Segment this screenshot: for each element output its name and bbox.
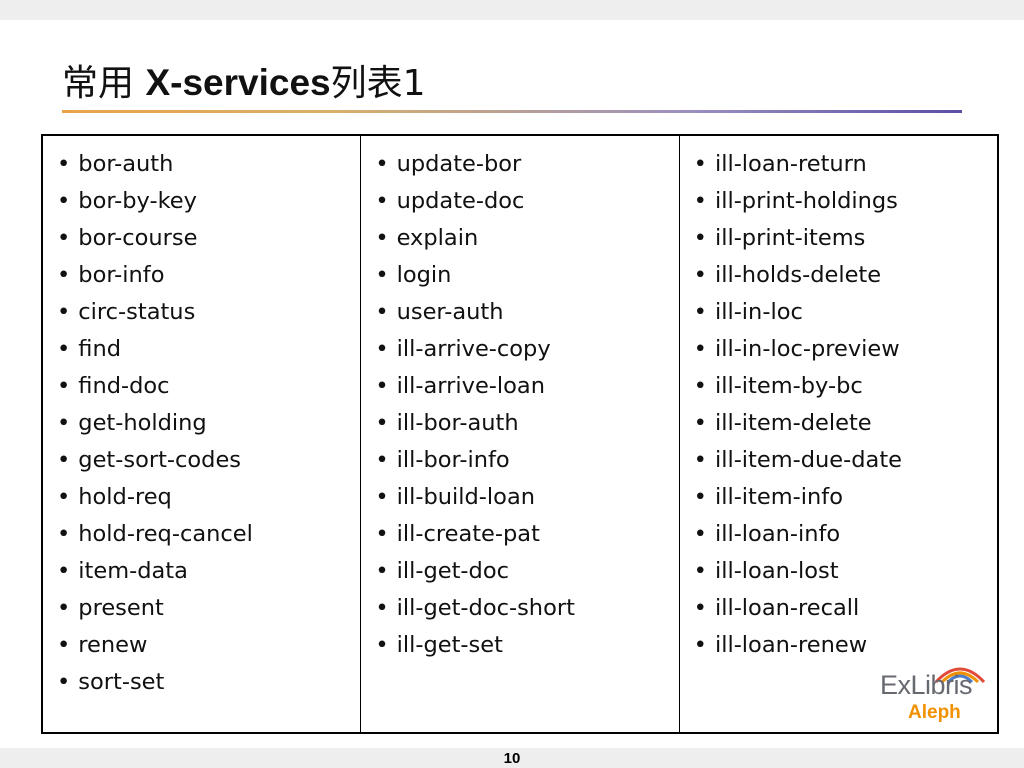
service-item: find — [57, 331, 360, 368]
service-item: ill-create-pat — [375, 516, 678, 553]
services-column-2: update-borupdate-docexplainloginuser-aut… — [361, 136, 680, 732]
service-item: ill-in-loc-preview — [694, 331, 997, 368]
page-title: 常用 X-services列表1 — [62, 60, 426, 107]
bottom-band — [0, 748, 1024, 768]
service-item: renew — [57, 627, 360, 664]
logo-brand: ExLibris — [880, 670, 973, 700]
service-item: get-sort-codes — [57, 442, 360, 479]
service-item: explain — [375, 220, 678, 257]
service-item: get-holding — [57, 405, 360, 442]
service-item: present — [57, 590, 360, 627]
services-column-1: bor-authbor-by-keybor-coursebor-infocirc… — [43, 136, 362, 732]
service-item: ill-loan-renew — [694, 627, 997, 664]
service-item: ill-print-holdings — [694, 183, 997, 220]
service-item: login — [375, 257, 678, 294]
title-divider — [62, 110, 962, 113]
page-number: 10 — [503, 750, 521, 767]
logo-product: Aleph — [908, 702, 961, 723]
service-item: bor-info — [57, 257, 360, 294]
service-item: hold-req-cancel — [57, 516, 360, 553]
service-item: ill-get-set — [375, 627, 678, 664]
title-suffix: 列表1 — [330, 63, 426, 104]
exlibris-aleph-logo: ExLibris Aleph — [880, 662, 992, 726]
service-item: ill-bor-auth — [375, 405, 678, 442]
service-item: update-doc — [375, 183, 678, 220]
service-item: hold-req — [57, 479, 360, 516]
service-item: ill-build-loan — [375, 479, 678, 516]
service-item: find-doc — [57, 368, 360, 405]
title-bold: X-services — [145, 62, 331, 103]
service-item: sort-set — [57, 664, 360, 701]
logo-arc-icon — [934, 667, 986, 684]
service-item: ill-get-doc-short — [375, 590, 678, 627]
service-item: ill-loan-return — [694, 146, 997, 183]
service-item: ill-loan-recall — [694, 590, 997, 627]
service-item: bor-by-key — [57, 183, 360, 220]
service-item: ill-item-delete — [694, 405, 997, 442]
service-item: circ-status — [57, 294, 360, 331]
service-item: ill-item-due-date — [694, 442, 997, 479]
service-item: item-data — [57, 553, 360, 590]
service-item: ill-in-loc — [694, 294, 997, 331]
service-item: ill-bor-info — [375, 442, 678, 479]
services-column-3: ill-loan-returnill-print-holdingsill-pri… — [680, 136, 997, 732]
service-item: ill-holds-delete — [694, 257, 997, 294]
service-item: ill-loan-lost — [694, 553, 997, 590]
service-item: update-bor — [375, 146, 678, 183]
service-item: ill-item-info — [694, 479, 997, 516]
service-item: user-auth — [375, 294, 678, 331]
service-item: ill-get-doc — [375, 553, 678, 590]
top-band — [0, 0, 1024, 20]
services-table: bor-authbor-by-keybor-coursebor-infocirc… — [41, 134, 999, 734]
service-item: ill-loan-info — [694, 516, 997, 553]
service-item: ill-item-by-bc — [694, 368, 997, 405]
title-prefix: 常用 — [62, 63, 146, 104]
service-item: ill-print-items — [694, 220, 997, 257]
service-item: bor-auth — [57, 146, 360, 183]
service-item: ill-arrive-copy — [375, 331, 678, 368]
service-item: bor-course — [57, 220, 360, 257]
service-item: ill-arrive-loan — [375, 368, 678, 405]
